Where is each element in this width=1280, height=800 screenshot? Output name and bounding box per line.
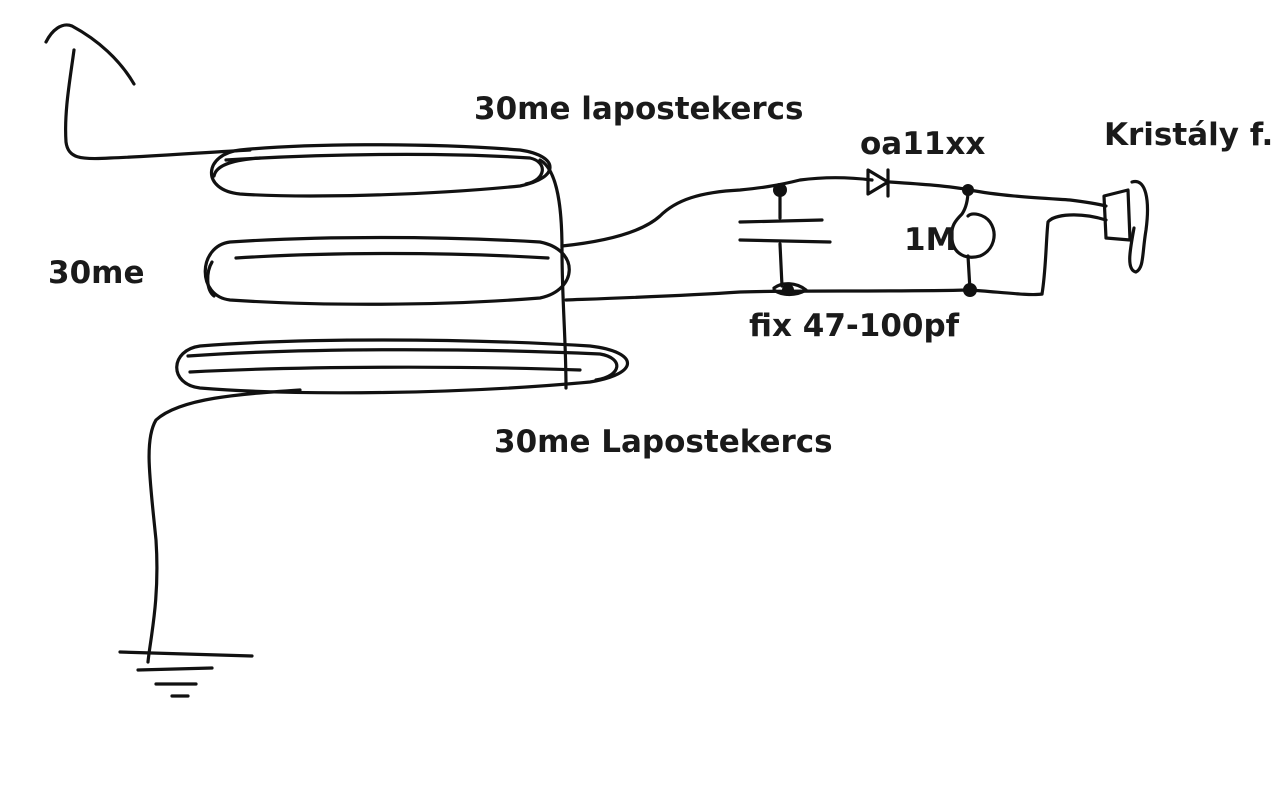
bottom-flat-coil	[175, 338, 630, 395]
ground-symbol	[118, 650, 254, 698]
top-coil-label: 30me lapostekercs	[474, 91, 804, 127]
middle-coil	[203, 235, 571, 306]
resistor-top-node	[962, 184, 974, 196]
top-flat-coil	[210, 143, 552, 198]
diode-to-earphone-wire	[888, 180, 1108, 208]
bottom-rail-wire	[564, 288, 1044, 302]
resistor	[950, 188, 996, 292]
capacitor-label: fix 47-100pf	[749, 308, 960, 344]
resistor-bottom-node	[963, 283, 977, 297]
diode-label: oa11xx	[860, 126, 986, 162]
earphone-label: Kristály f.	[1104, 117, 1274, 153]
capacitor	[738, 192, 832, 297]
resistor-label: 1M	[904, 222, 957, 258]
earphone-return-wire	[1040, 213, 1108, 296]
antenna-wire	[44, 23, 252, 161]
cap-bottom-node	[782, 284, 794, 296]
cap-top-node	[773, 183, 787, 197]
diode-symbol	[866, 168, 890, 198]
ground-wire	[146, 388, 302, 664]
middle-coil-label: 30me	[48, 255, 145, 291]
coil-tap-wire	[538, 158, 568, 390]
crystal-earphone	[1102, 180, 1150, 274]
bottom-coil-label: 30me Lapostekercs	[494, 424, 833, 460]
top-rail-wire	[560, 176, 874, 248]
